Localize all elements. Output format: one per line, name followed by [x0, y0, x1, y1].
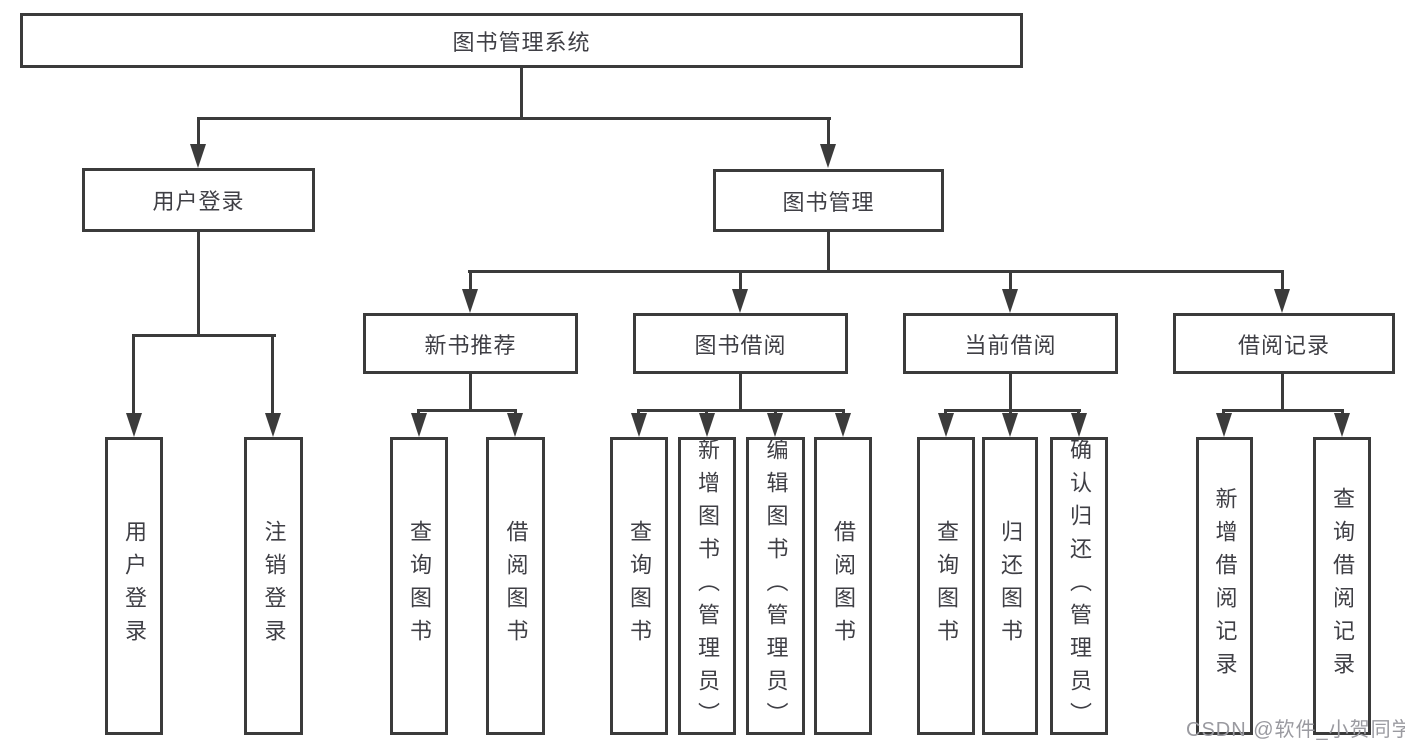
connector-drop-borrowing-records: [1281, 270, 1284, 292]
add-books-admin-node: 新增图书（管理员）: [678, 437, 736, 735]
borrowing-records-label: 借阅记录: [1237, 332, 1330, 358]
csdn-watermark: CSDN @软件_小贺同学: [1186, 719, 1405, 741]
connector-book-borrowing-stem: [739, 374, 742, 411]
query-books-current-label: 查询图书: [934, 520, 959, 652]
connector-drop-book-borrowing: [739, 270, 742, 292]
book-management-node-label: 图书管理: [782, 189, 875, 215]
logout-leaf-node: 注销登录: [244, 437, 303, 735]
arrow-down-borrow-books-recommend: [507, 413, 523, 437]
connector-drop-new-book-recommend: [469, 270, 472, 292]
connector-level3-bus: [468, 270, 1284, 273]
return-books-label: 归还图书: [998, 520, 1023, 652]
borrowing-records-node: 借阅记录: [1173, 313, 1395, 374]
current-borrowing-node: 当前借阅: [903, 313, 1118, 374]
connector-drop-book-management: [827, 117, 830, 147]
arrow-down-add-borrow-record: [1216, 413, 1232, 437]
query-books-borrowing-label: 查询图书: [627, 520, 652, 652]
new-book-recommend-node: 新书推荐: [363, 313, 578, 374]
query-books-borrowing-node: 查询图书: [610, 437, 668, 735]
user-login-node-label: 用户登录: [152, 189, 245, 214]
query-borrow-record-node: 查询借阅记录: [1313, 437, 1371, 735]
edit-books-admin-label: 编辑图书（管理员）: [763, 437, 789, 735]
arrow-down-confirm-return-admin: [1071, 413, 1087, 437]
book-borrowing-node: 图书借阅: [633, 313, 848, 374]
query-books-current-node: 查询图书: [917, 437, 975, 735]
arrow-down-query-books-current: [938, 413, 954, 437]
arrow-down-add-books-admin: [699, 413, 715, 437]
connector-borrowing-records-stem: [1281, 374, 1284, 411]
borrow-books-borrowing-node: 借阅图书: [814, 437, 872, 735]
confirm-return-admin-label: 确认归还（管理员）: [1067, 437, 1092, 735]
connector-drop-user-login: [197, 117, 200, 147]
confirm-return-admin-node: 确认归还（管理员）: [1050, 437, 1108, 735]
borrow-books-borrowing-label: 借阅图书: [831, 520, 856, 652]
connector-root-bus: [197, 117, 831, 120]
connector-current-bus: [944, 409, 1081, 412]
logout-leaf-label: 注销登录: [261, 520, 287, 652]
arrow-down-logout-leaf: [265, 413, 281, 437]
return-books-node: 归还图书: [982, 437, 1038, 735]
user-login-leaf-node: 用户登录: [105, 437, 163, 735]
arrow-down-book-management: [820, 144, 836, 168]
user-login-leaf-label: 用户登录: [122, 520, 147, 652]
connector-drop-current-borrowing: [1009, 270, 1012, 292]
user-login-node: 用户登录: [82, 168, 315, 232]
add-books-admin-label: 新增图书（管理员）: [695, 437, 720, 735]
add-borrow-record-node: 新增借阅记录: [1196, 437, 1253, 735]
query-books-recommend-label: 查询图书: [407, 520, 432, 652]
current-borrowing-label: 当前借阅: [964, 332, 1057, 358]
arrow-down-query-books-recommend: [411, 413, 427, 437]
root-node-label: 图书管理系统: [452, 29, 591, 55]
connector-user-login-stem: [197, 232, 200, 336]
arrow-down-user-login-leaf: [126, 413, 142, 437]
root-node: 图书管理系统: [20, 13, 1023, 68]
borrow-books-recommend-label: 借阅图书: [503, 520, 529, 652]
arrow-down-current-borrowing: [1002, 289, 1018, 313]
connector-user-login-bus: [132, 334, 276, 337]
connector-book-management-stem: [827, 232, 830, 272]
connector-drop-user-login-leaf: [132, 334, 135, 416]
book-management-node: 图书管理: [713, 169, 944, 232]
connector-new-book-recommend-stem: [469, 374, 472, 411]
new-book-recommend-label: 新书推荐: [424, 332, 517, 358]
connector-borrowing-bus: [637, 409, 845, 412]
connector-recommend-bus: [417, 409, 517, 412]
edit-books-admin-node: 编辑图书（管理员）: [746, 437, 805, 735]
arrow-down-book-borrowing: [732, 289, 748, 313]
arrow-down-query-borrow-record: [1334, 413, 1350, 437]
arrow-down-user-login: [190, 144, 206, 168]
connector-root-stem: [520, 68, 523, 120]
query-borrow-record-label: 查询借阅记录: [1330, 487, 1355, 685]
add-borrow-record-label: 新增借阅记录: [1212, 487, 1238, 685]
arrow-down-borrowing-records: [1274, 289, 1290, 313]
connector-records-bus: [1222, 409, 1344, 412]
arrow-down-borrow-books-borrowing: [835, 413, 851, 437]
arrow-down-return-books: [1002, 413, 1018, 437]
connector-current-borrowing-stem: [1009, 374, 1012, 411]
book-borrowing-label: 图书借阅: [694, 332, 787, 358]
borrow-books-recommend-node: 借阅图书: [486, 437, 545, 735]
query-books-recommend-node: 查询图书: [390, 437, 448, 735]
arrow-down-query-books-borrowing: [631, 413, 647, 437]
arrow-down-new-book-recommend: [462, 289, 478, 313]
arrow-down-edit-books-admin: [767, 413, 783, 437]
connector-drop-logout-leaf: [271, 334, 274, 416]
